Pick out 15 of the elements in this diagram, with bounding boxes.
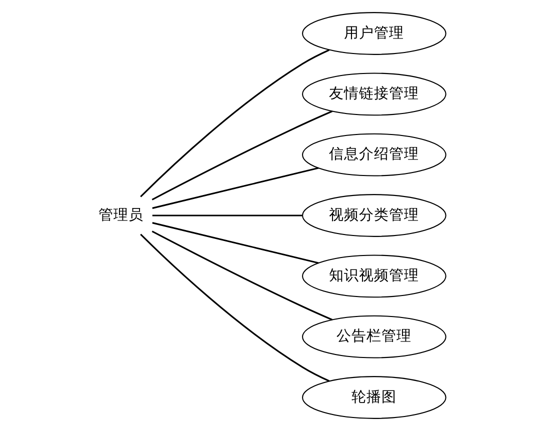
connector — [152, 214, 302, 216]
node-ellipse: 信息介绍管理 — [302, 133, 446, 176]
node-ellipse: 公告栏管理 — [302, 315, 446, 358]
connector — [152, 110, 333, 200]
node-text: 管理员 — [98, 206, 144, 224]
connector — [152, 230, 333, 320]
node-ellipse: 友情链接管理 — [302, 72, 446, 116]
node-ellipse: 轮播图 — [302, 376, 446, 419]
node-ellipse: 知识视频管理 — [302, 254, 446, 298]
node-ellipse: 用户管理 — [302, 12, 446, 55]
connector — [140, 234, 330, 382]
connector — [140, 49, 330, 198]
connector — [152, 167, 319, 209]
connector — [152, 222, 319, 264]
node-ellipse: 视频分类管理 — [302, 194, 446, 237]
